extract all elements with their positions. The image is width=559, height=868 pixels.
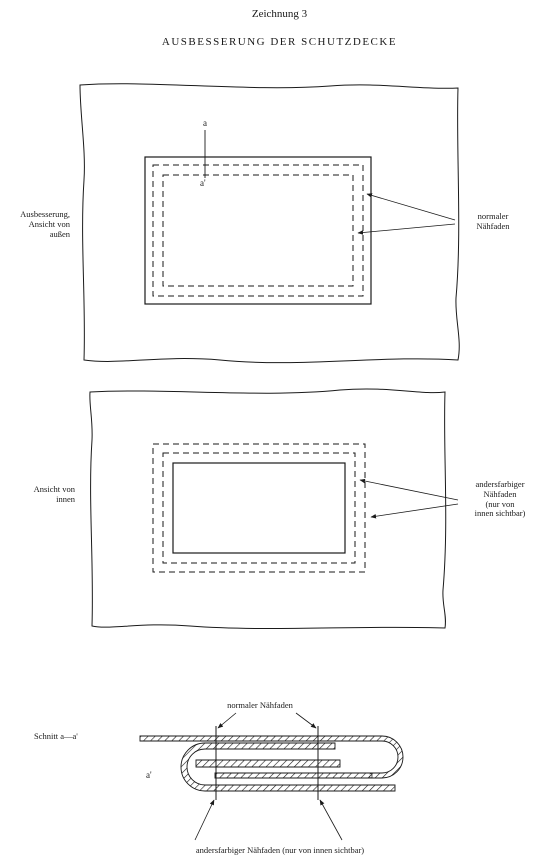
bottom-thread-arrow-left [194, 799, 215, 841]
bottom-thread-arrow-right [319, 799, 343, 841]
outside-view-label-line2: Ansicht von [28, 218, 70, 229]
page-title: AUSBESSERUNG DER SCHUTZDECKE [161, 36, 398, 48]
inside-view-label: Ansicht von innen [0, 484, 75, 505]
section-marker-a: a [203, 118, 207, 128]
inside-view-figure [89, 388, 459, 630]
normal-thread-label-line2: Nähfaden [476, 220, 510, 231]
normal-thread-arrow-1 [366, 193, 456, 221]
normal-thread-label: normaler Nähfaden [458, 211, 528, 232]
outside-view-label: Ausbesserung, Ansicht von außen [0, 209, 70, 239]
inside-view-label-line2: innen [56, 493, 75, 504]
colored-thread-label-line1: andersfarbiger [475, 479, 525, 489]
inner-fabric-layer [195, 759, 341, 768]
normal-thread-label-line1: normaler [477, 211, 509, 221]
section-label: Schnitt a—a' [34, 731, 78, 741]
colored-thread-label-line3: (nur von [485, 498, 515, 509]
colored-thread-arrow-2 [370, 503, 459, 519]
section-marker-a-prime: a' [200, 178, 206, 188]
outer-seam-outside [152, 164, 364, 297]
outside-view-figure [79, 83, 460, 364]
fabric-outline-outside [79, 83, 460, 364]
section-end-a-prime: a' [146, 770, 152, 780]
inner-seam-outside [162, 174, 354, 287]
section-top-thread-label: normaler Nähfaden [227, 700, 293, 710]
inner-seam-inside [162, 452, 356, 564]
outer-seam-inside [152, 443, 366, 573]
colored-thread-label-line4: innen sichtbar) [474, 508, 526, 519]
outer-fabric-layer [139, 735, 404, 779]
top-thread-arrow-right [295, 712, 317, 729]
top-thread-arrow-left [217, 712, 237, 729]
fabric-outline-inside [89, 388, 447, 630]
outside-view-label-line1: Ausbesserung, [20, 209, 70, 219]
cross-section-figure [139, 712, 404, 841]
patch-edge-inside [172, 462, 346, 554]
colored-thread-label-line2: Nähfaden [483, 488, 517, 499]
outside-view-label-line3: außen [49, 228, 70, 239]
patch-fabric-layer [180, 742, 396, 792]
normal-thread-arrow-2 [357, 223, 456, 235]
section-bottom-thread-label: andersfarbiger Nähfaden (nur von innen s… [195, 845, 365, 855]
patch-edge-outside [144, 156, 372, 305]
inside-view-label-line1: Ansicht von [33, 484, 75, 494]
drawing-number: Zeichnung 3 [251, 8, 308, 20]
colored-thread-label: andersfarbiger Nähfaden (nur von innen s… [460, 479, 540, 519]
colored-thread-arrow-1 [359, 478, 459, 501]
